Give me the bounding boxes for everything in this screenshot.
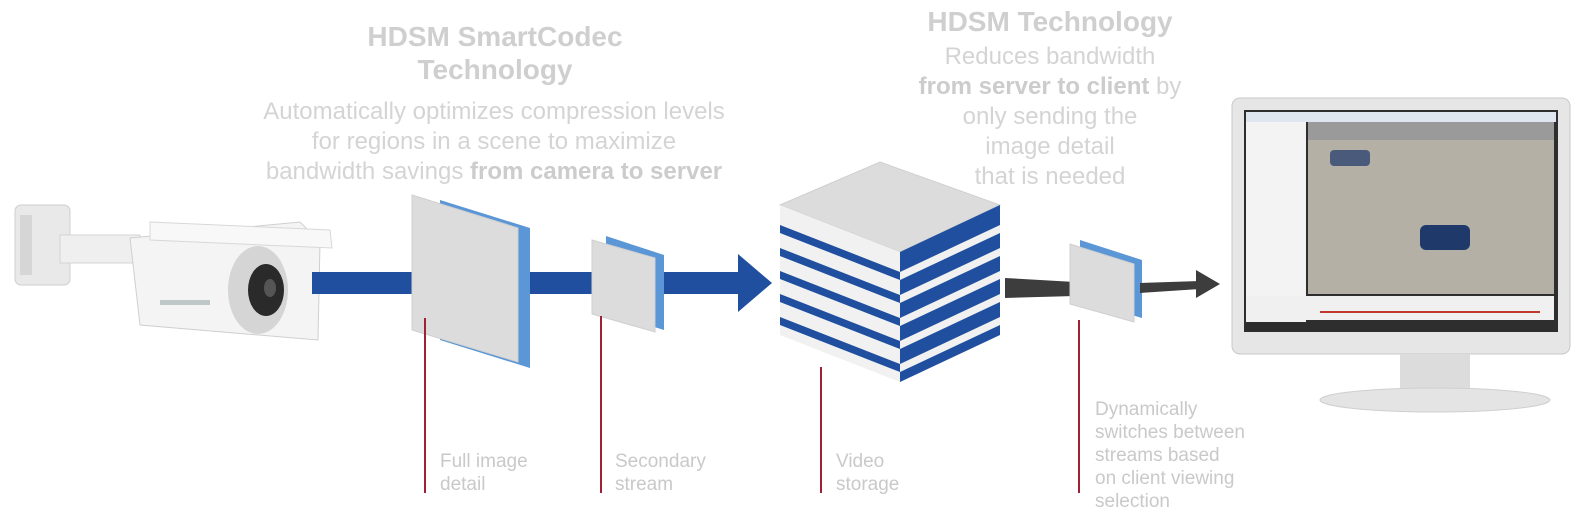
caption-secondary: Secondary stream	[615, 451, 706, 495]
right-line-2-plain: by	[1156, 73, 1182, 100]
marker-secondary	[600, 316, 602, 493]
stream-bar-camera	[312, 272, 430, 294]
client-panel-icon	[1069, 240, 1142, 323]
arrow-to-monitor-icon	[1140, 270, 1220, 298]
marker-full-image	[424, 318, 426, 493]
right-line-2-bold: from server to client	[918, 73, 1150, 100]
storage-cube-icon	[778, 161, 1002, 382]
caption-video: Video storage	[836, 451, 900, 495]
right-description: Reduces bandwidth from server to client …	[895, 42, 1205, 192]
arrow-to-storage-icon	[664, 254, 772, 312]
right-line-1: Reduces bandwidth	[944, 43, 1156, 70]
right-heading: HDSM Technology	[927, 6, 1173, 37]
monitor-icon	[1231, 97, 1571, 413]
full-image-panel-icon	[411, 194, 530, 368]
secondary-panel-icon	[591, 236, 664, 333]
right-line-4: that is needed	[974, 163, 1126, 190]
right-line-2: from server to client by	[895, 72, 1205, 102]
marker-dynamic	[1078, 320, 1080, 493]
caption-full-image: Full image detail	[440, 451, 528, 495]
caption-dynamic: Dynamically switches between streams bas…	[1095, 399, 1245, 512]
stream-bar-client	[1005, 278, 1075, 298]
left-description: Automatically optimizes compression leve…	[258, 97, 730, 187]
right-line-3: only sending the image detail	[962, 103, 1138, 160]
left-description-plain: Automatically optimizes compression leve…	[263, 98, 725, 185]
stream-bar-middle	[530, 272, 592, 294]
marker-video	[820, 367, 822, 493]
left-description-bold: from camera to server	[470, 158, 723, 185]
camera-icon	[14, 204, 333, 341]
left-heading: HDSM SmartCodec Technology	[367, 21, 623, 85]
